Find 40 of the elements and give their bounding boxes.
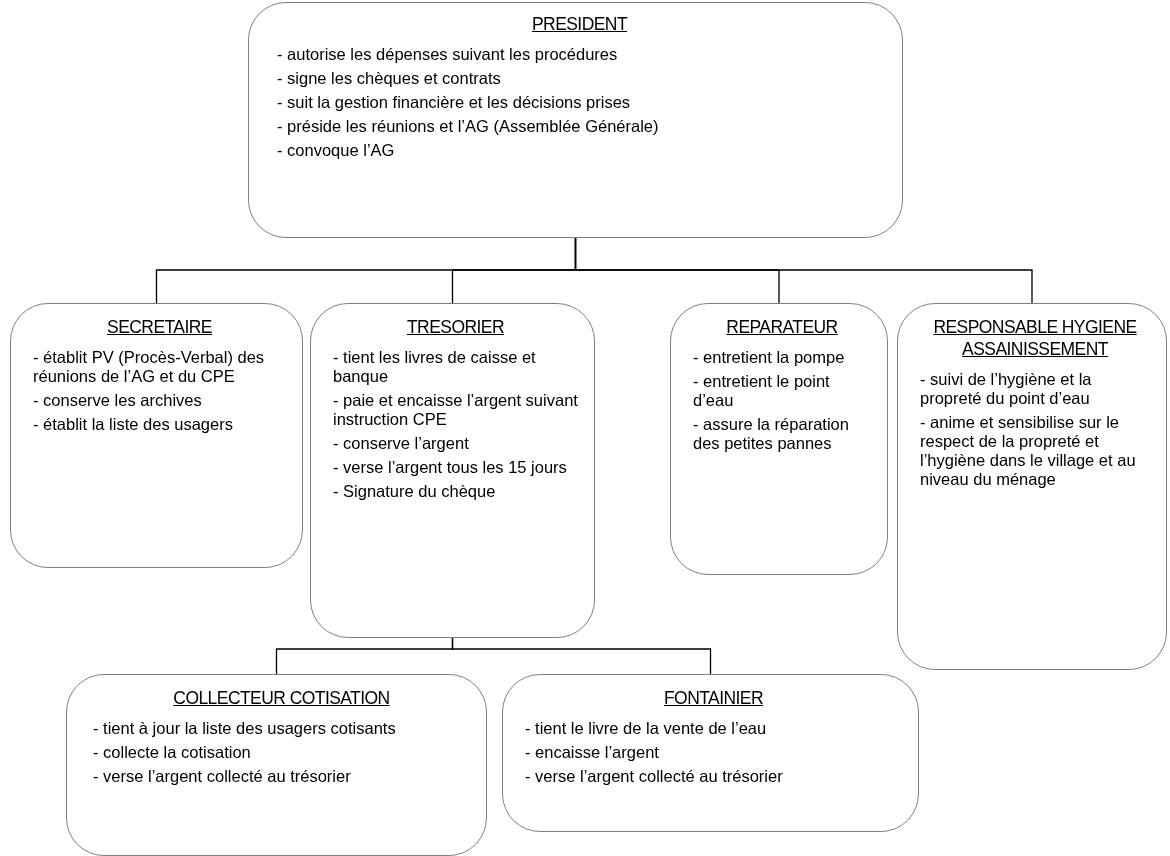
duty-text: - verse l’argent collecté au trésorier bbox=[93, 766, 352, 786]
duty-text: - encaisse l’argent bbox=[525, 742, 660, 762]
duty-text: - tient le livre de la vente de l’eau bbox=[525, 718, 768, 738]
duty-text: - suivi de l’hygiène et la propreté du point d’eau bbox=[920, 369, 1093, 408]
connector-line bbox=[574, 237, 1033, 304]
duty-text: - signe les chèques et contrats bbox=[277, 68, 502, 88]
duty-text: - verse l’argent collecté au trésorier bbox=[525, 766, 784, 786]
duty-text: - autorise les dépenses suivant les procédures bbox=[277, 44, 619, 64]
role-title: COLLECTEUR COTISATION bbox=[172, 687, 391, 709]
duty-text: - paie et encaisse l’argent suivant instruction CPE bbox=[333, 390, 578, 429]
role-box bbox=[10, 303, 303, 568]
role-box bbox=[248, 2, 903, 238]
duty-text: - tient à jour la liste des usagers cotisants bbox=[93, 718, 397, 738]
duty-text: - assure la réparation des petites pannes bbox=[693, 414, 850, 453]
role-title: REPARATEUR bbox=[725, 316, 839, 338]
role-box bbox=[670, 303, 888, 575]
connector-line bbox=[451, 637, 712, 675]
role-box bbox=[502, 674, 919, 832]
duty-text: - Signature du chèque bbox=[333, 481, 497, 501]
duty-text: - anime et sensibilise sur le respect de la propreté et l’hygiène dans le village et au niveau du ménage bbox=[920, 412, 1137, 489]
role-box bbox=[897, 303, 1167, 670]
duty-text: - tient les livres de caisse et banque bbox=[333, 347, 537, 386]
duty-text: - conserve les archives bbox=[33, 390, 203, 410]
duty-text: - établit PV (Procès-Verbal) des réunions de l’AG et du CPE bbox=[33, 347, 266, 386]
duty-text: - conserve l’argent bbox=[333, 433, 470, 453]
duty-text: - entretient le point d’eau bbox=[693, 371, 831, 410]
role-title: RESPONSABLE HYGIENE ASSAINISSEMENT bbox=[932, 316, 1138, 360]
duty-text: - verse l’argent tous les 15 jours bbox=[333, 457, 568, 477]
duty-text: - suit la gestion financière et les décisions prises bbox=[277, 92, 632, 112]
duty-text: - entretient la pompe bbox=[693, 347, 846, 367]
role-box bbox=[310, 303, 595, 638]
role-title: FONTAINIER bbox=[663, 687, 764, 709]
duty-text: - collecte la cotisation bbox=[93, 742, 252, 762]
role-box bbox=[66, 674, 487, 856]
role-title: SECRETAIRE bbox=[106, 316, 213, 338]
role-title: PRESIDENT bbox=[530, 13, 629, 35]
duty-text: - convoque l’AG bbox=[277, 140, 396, 160]
duty-text: - préside les réunions et l’AG (Assemblée Générale) bbox=[277, 116, 660, 136]
role-title: TRESORIER bbox=[406, 316, 505, 338]
duty-text: - établit la liste des usagers bbox=[33, 414, 234, 434]
